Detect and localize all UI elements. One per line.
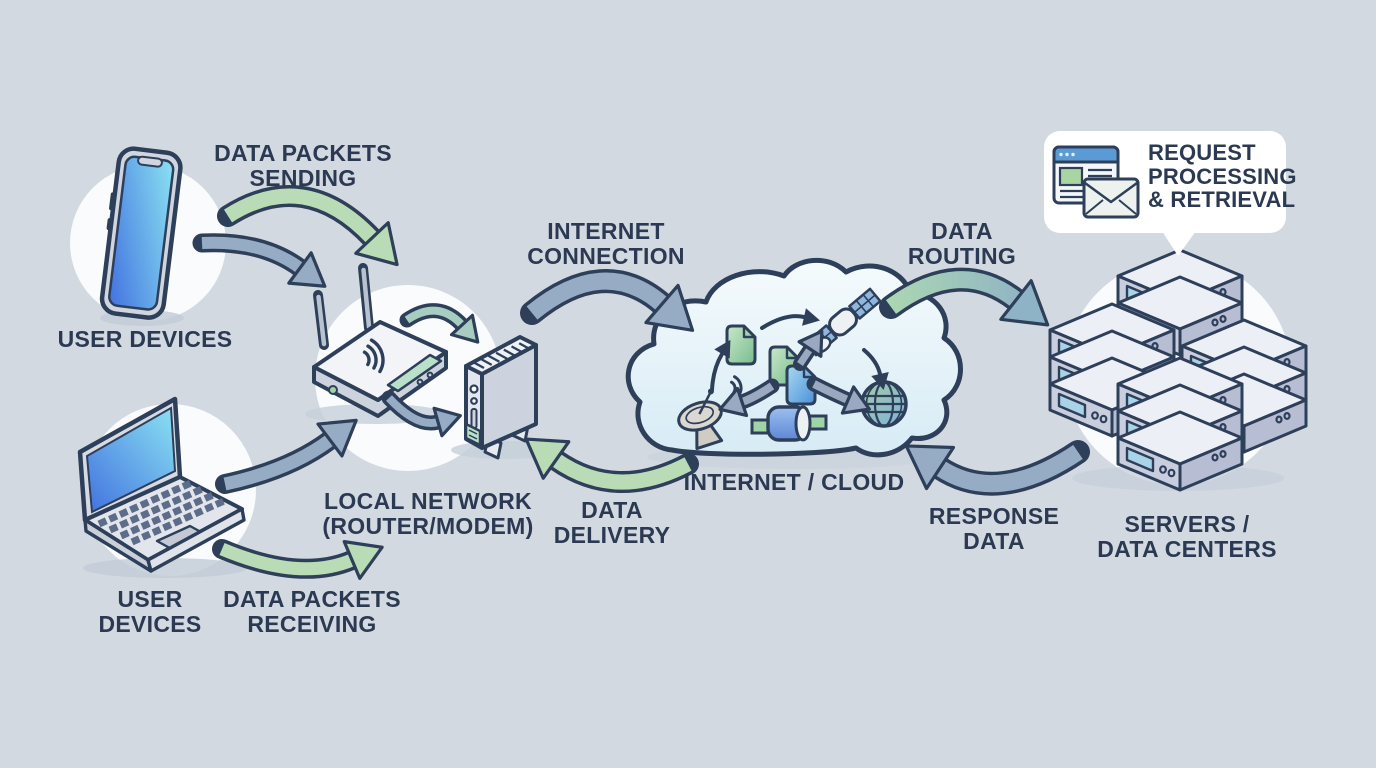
label-data-packets-receiving: DATA PACKETS RECEIVING [223, 587, 401, 637]
router-wifi-waves-icon [362, 338, 385, 374]
flow-arrows [192, 185, 1090, 580]
label-line: USER [117, 586, 183, 612]
label-line: RESPONSE [928, 503, 1060, 529]
label-user-devices-bottom: USER DEVICES [98, 587, 201, 637]
server-stack-icon [1048, 248, 1308, 492]
arrow-file-to-satellite [760, 308, 821, 330]
envelope-icon [1082, 177, 1140, 219]
label-internet-cloud: INTERNET / CLOUD [684, 470, 905, 495]
label-line: REQUEST [1148, 140, 1256, 165]
label-line: DEVICES [98, 611, 202, 637]
label-servers-data-centers: SERVERS / DATA CENTERS [1097, 512, 1277, 562]
label-data-packets-sending: DATA PACKETS SENDING [214, 141, 392, 191]
label-user-devices-top: USER DEVICES [58, 327, 233, 352]
label-response-data: RESPONSE DATA [929, 504, 1059, 554]
label-line: INTERNET [547, 218, 665, 244]
arrow-data-packets-sending [217, 185, 399, 267]
arrow-data-packets-receiving [212, 539, 384, 580]
label-line: USER DEVICES [57, 326, 233, 352]
arrow-file-to-small-dish [793, 329, 824, 371]
arrow-files-to-dish [718, 378, 780, 418]
label-line: DATA PACKETS [214, 140, 392, 166]
callout-bubble [1044, 131, 1286, 256]
label-line: LOCAL NETWORK [324, 488, 532, 514]
smartphone-icon [99, 146, 184, 326]
label-line: DATA [931, 218, 993, 244]
arrow-internet-connection [520, 269, 695, 332]
arrow-data-delivery [524, 437, 699, 494]
arrow-satellite-to-globe [862, 348, 889, 390]
label-line: DATA [963, 528, 1025, 554]
label-line: SENDING [249, 165, 357, 191]
label-line: DELIVERY [553, 522, 671, 548]
document-icon-1 [725, 324, 757, 366]
label-request-processing: REQUEST PROCESSING & RETRIEVAL [1148, 141, 1297, 212]
label-line: (ROUTER/MODEM) [322, 513, 534, 539]
label-data-routing: DATA ROUTING [908, 219, 1016, 269]
laptop-icon [77, 396, 247, 578]
arrow-response-data [904, 440, 1090, 496]
cloud-icon [625, 257, 963, 458]
label-line: ROUTING [907, 243, 1017, 269]
label-line: PROCESSING [1148, 163, 1297, 189]
label-line: DATA [581, 497, 643, 523]
label-line: DATA CENTERS [1097, 536, 1277, 562]
arrow-dish-to-file [710, 339, 731, 392]
label-line: & RETRIEVAL [1148, 187, 1296, 212]
label-data-delivery: DATA DELIVERY [554, 498, 671, 548]
label-line: DATA PACKETS [223, 586, 401, 612]
label-local-network: LOCAL NETWORK (ROUTER/MODEM) [322, 489, 533, 539]
label-line: SERVERS / [1124, 511, 1250, 537]
arrow-files-to-globe [806, 376, 871, 415]
label-line: CONNECTION [527, 243, 685, 269]
cable-connector-icon [750, 405, 828, 442]
arrow-router-to-modem-bottom [381, 390, 462, 438]
arrow-phone-to-router [192, 233, 327, 288]
satellite-dish-icon [677, 388, 724, 451]
label-line: INTERNET / CLOUD [683, 469, 905, 495]
label-internet-connection: INTERNET CONNECTION [527, 219, 685, 269]
arrow-router-to-modem-top [399, 303, 480, 344]
arrow-data-routing [879, 267, 1050, 327]
arrow-laptop-to-router [215, 418, 358, 494]
server-stack-front [1116, 356, 1244, 492]
label-line: RECEIVING [247, 611, 377, 637]
